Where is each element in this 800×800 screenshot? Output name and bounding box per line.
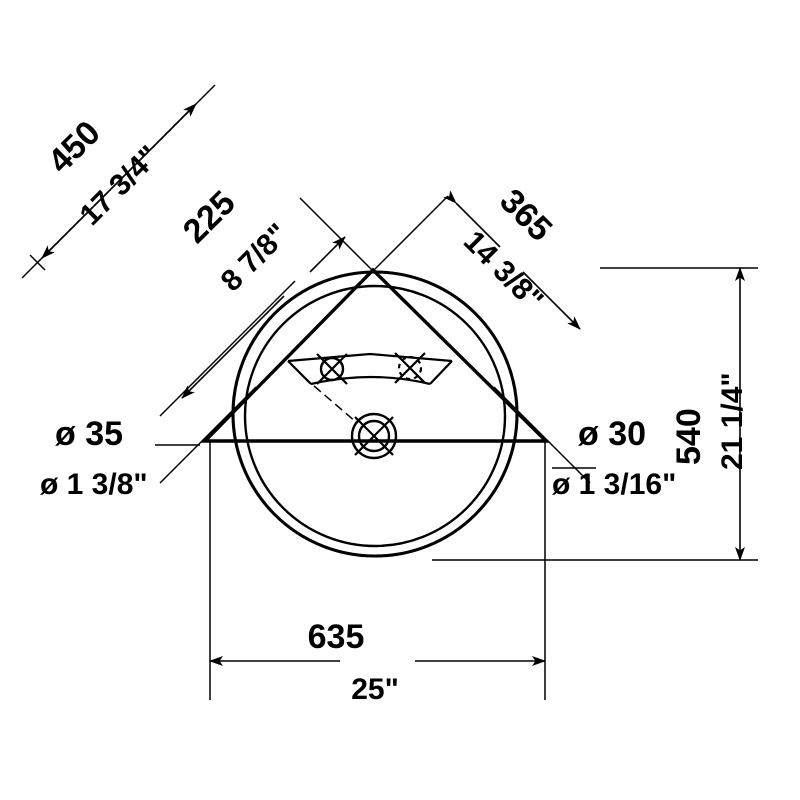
basin-outer-circle bbox=[231, 270, 519, 558]
callout-left-diameter: ø 35 ø 1 3/8" bbox=[40, 415, 200, 501]
dimension-635-imperial: 25" bbox=[351, 673, 399, 706]
tap-hole-solid-circle bbox=[319, 356, 345, 382]
dimension-225: 225 8 7/8" bbox=[176, 184, 346, 399]
callout-right-diameter: ø 30 ø 1 3/16" bbox=[552, 415, 676, 501]
dimension-225-metric: 225 bbox=[176, 184, 243, 251]
tap-ledge-back-edge bbox=[287, 352, 453, 363]
callout-right-metric: ø 30 bbox=[578, 415, 646, 453]
dimension-450-metric: 450 bbox=[41, 114, 108, 181]
dimension-540: 540 21 1/4" bbox=[670, 267, 749, 561]
dimension-635: 635 25" bbox=[209, 618, 546, 706]
extension-tie-450-a bbox=[29, 254, 46, 271]
dimension-450: 450 17 3/4" bbox=[41, 103, 197, 259]
dimension-line-225-lower bbox=[181, 295, 285, 399]
tap-hole-right bbox=[394, 352, 426, 384]
callout-left-metric: ø 35 bbox=[55, 415, 123, 453]
basin-inner-bowl bbox=[243, 284, 507, 548]
dimension-540-imperial: 21 1/4" bbox=[716, 372, 749, 470]
drain-leader-line bbox=[313, 385, 357, 423]
tap-ledge-right-end bbox=[429, 360, 453, 385]
dimension-line-225-upper bbox=[309, 236, 346, 273]
extension-line-225-inner bbox=[159, 280, 296, 417]
callout-left-imperial: ø 1 3/8" bbox=[40, 468, 148, 501]
tap-hole-right-cross-b bbox=[394, 352, 426, 384]
corner-basin-wall-outline bbox=[200, 267, 551, 443]
tap-ledge-shelf bbox=[287, 352, 453, 386]
basin-body-outline bbox=[200, 267, 551, 443]
tap-ledge-front-edge bbox=[310, 375, 431, 386]
tap-hole-dashed-circle bbox=[397, 355, 423, 381]
dimension-365-metric: 365 bbox=[492, 182, 559, 249]
tap-hole-left-cross-b bbox=[316, 353, 348, 385]
dimension-line-365-upper bbox=[443, 190, 501, 248]
drain-cross-b bbox=[354, 416, 394, 456]
dimension-225-imperial: 8 7/8" bbox=[215, 217, 296, 298]
dimension-365: 365 14 3/8" bbox=[443, 182, 581, 330]
drain-outer-ring bbox=[350, 412, 398, 460]
tap-hole-left bbox=[316, 353, 348, 385]
tap-ledge-left-end bbox=[287, 360, 312, 385]
dimension-540-metric: 540 bbox=[670, 408, 708, 465]
callout-right-imperial: ø 1 3/16" bbox=[552, 468, 676, 501]
drain-inner-ring bbox=[357, 419, 391, 453]
drain-outlet bbox=[313, 385, 398, 460]
dimension-line-450 bbox=[41, 103, 197, 259]
dimension-635-metric: 635 bbox=[308, 618, 365, 656]
basin-circles bbox=[231, 270, 519, 558]
dimension-line-365-lower bbox=[522, 271, 581, 330]
